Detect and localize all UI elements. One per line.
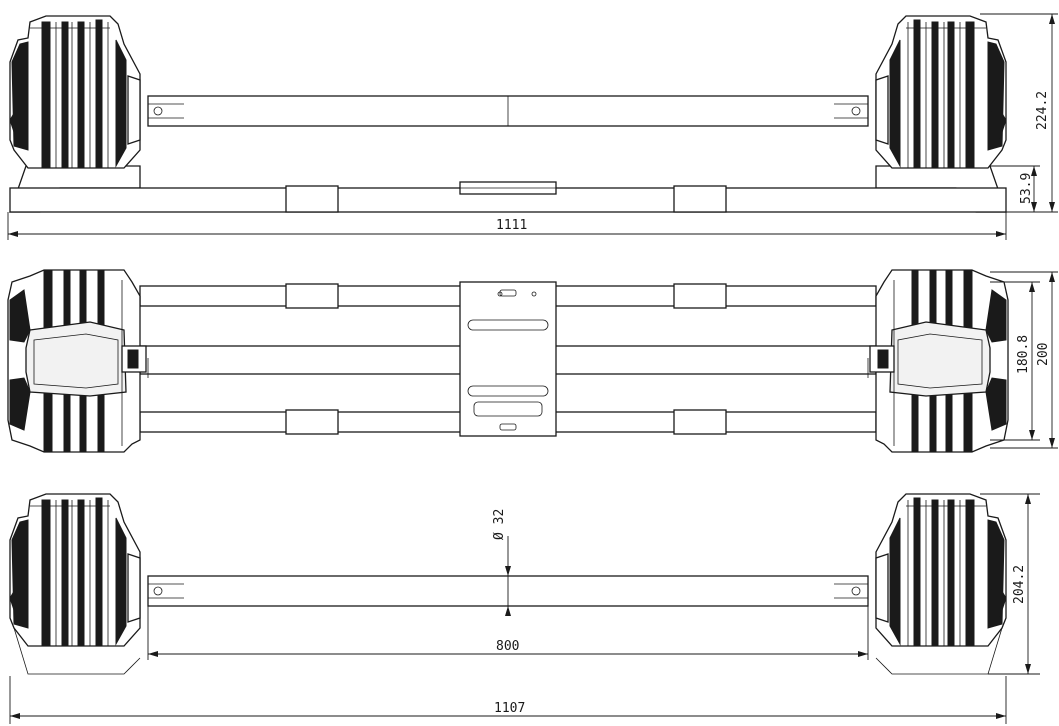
side-base-height-label: 53.9 [1019,173,1034,204]
top-center-plate [459,281,557,437]
side-view: 1111 224.2 53.9 [7,13,1058,240]
bar-diameter-label: Ø 32 [492,509,507,540]
front-head-right [875,493,1007,647]
front-height-label: 204.2 [1012,565,1027,604]
front-view-dims: Ø 32 800 1107 204.2 [9,493,1040,724]
top-view: 200 180.8 [7,269,1058,453]
side-height-label: 224.2 [1035,91,1050,130]
side-length-label: 1111 [496,218,527,233]
top-outer-width-label: 200 [1036,343,1051,366]
handle-length-label: 800 [496,639,519,654]
top-head-right [869,269,1009,453]
front-length-label: 1107 [494,701,525,716]
front-head-left [9,493,141,647]
side-head-right [875,15,1007,169]
side-head-left [9,15,141,169]
top-head-left [7,269,147,453]
top-inner-width-label: 180.8 [1016,335,1031,374]
side-base-rail [9,187,1007,213]
